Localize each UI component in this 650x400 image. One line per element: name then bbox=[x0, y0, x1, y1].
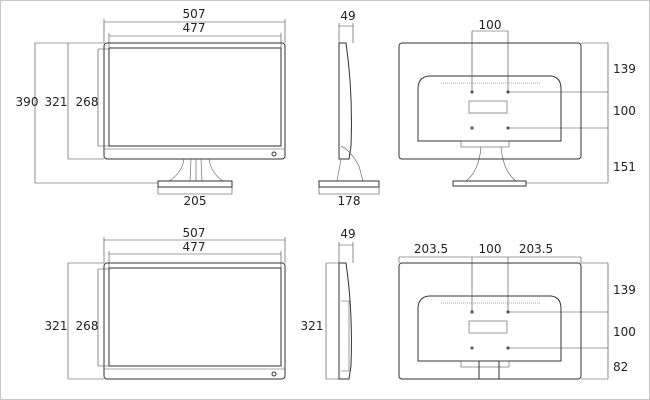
stand-base bbox=[157, 180, 233, 188]
dim-height-panel: 321 bbox=[301, 319, 324, 333]
rear-view-no-stand: 203.5 100 203.5 139 100 82 bbox=[398, 242, 636, 380]
dim-height-total: 390 bbox=[16, 95, 39, 109]
front-bezel bbox=[103, 42, 286, 160]
rear-housing bbox=[417, 75, 562, 142]
front-screen bbox=[108, 47, 282, 147]
dim-height-screen: 268 bbox=[76, 95, 99, 109]
stand-neck bbox=[168, 158, 224, 182]
dim-depth-base: 178 bbox=[338, 194, 361, 208]
front-view-with-stand: 507 477 390 321 268 205 bbox=[16, 7, 286, 208]
dim-vesa-horizontal: 100 bbox=[479, 18, 502, 32]
side-view-no-stand: 49 321 bbox=[301, 227, 356, 380]
stand-mount bbox=[478, 360, 500, 380]
dim-height-panel: 321 bbox=[45, 95, 68, 109]
dim-width-total: 507 bbox=[183, 7, 206, 21]
dim-vesa-to-bottom: 151 bbox=[613, 160, 636, 174]
rear-ports bbox=[460, 140, 510, 148]
dim-left-to-vesa: 203.5 bbox=[414, 242, 448, 256]
dim-width-screen: 477 bbox=[183, 21, 206, 35]
rear-bezel bbox=[398, 42, 582, 160]
dim-base-width: 205 bbox=[184, 194, 207, 208]
rear-housing bbox=[417, 295, 562, 362]
side-view-with-stand: 49 178 bbox=[318, 9, 380, 208]
dim-width-total: 507 bbox=[183, 226, 206, 240]
dim-top-to-vesa: 139 bbox=[613, 283, 636, 297]
rear-view-with-stand: 100 139 100 151 bbox=[398, 18, 636, 187]
dim-vesa-to-bottom: 82 bbox=[613, 360, 628, 374]
dim-vesa-horizontal: 100 bbox=[479, 242, 502, 256]
power-button-icon bbox=[271, 151, 277, 157]
side-stand-base bbox=[318, 180, 380, 188]
dim-depth-panel: 49 bbox=[340, 227, 355, 241]
dim-vesa-vertical: 100 bbox=[613, 325, 636, 339]
rear-stand-neck bbox=[465, 146, 517, 182]
rear-ports bbox=[460, 360, 510, 368]
side-panel bbox=[338, 262, 352, 380]
dim-width-screen: 477 bbox=[183, 240, 206, 254]
rear-label bbox=[468, 100, 508, 114]
front-bezel bbox=[103, 262, 286, 380]
dim-vesa-to-right: 203.5 bbox=[519, 242, 553, 256]
dim-height-screen: 268 bbox=[76, 319, 99, 333]
side-panel bbox=[338, 42, 352, 160]
dim-depth-panel: 49 bbox=[340, 9, 355, 23]
dim-vesa-vertical: 100 bbox=[613, 104, 636, 118]
rear-stand-base bbox=[452, 180, 527, 187]
front-screen bbox=[108, 267, 282, 367]
dim-top-to-vesa: 139 bbox=[613, 62, 636, 76]
front-view-no-stand: 507 477 321 268 bbox=[45, 226, 286, 380]
dim-height-panel: 321 bbox=[45, 319, 68, 333]
power-button-icon bbox=[271, 371, 277, 377]
rear-label bbox=[468, 320, 508, 334]
